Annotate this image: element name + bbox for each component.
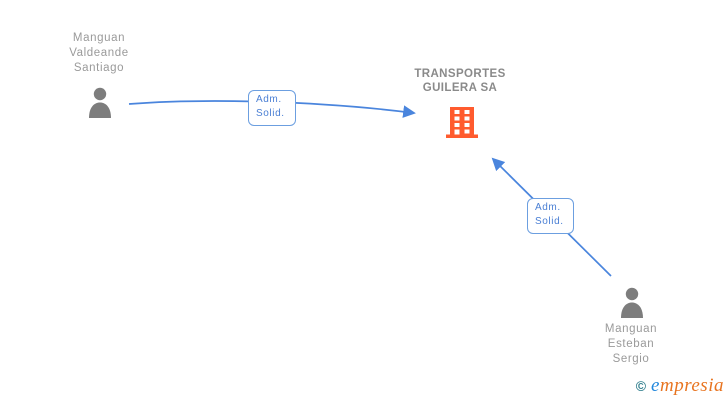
person-icon — [621, 287, 643, 318]
person-icon — [89, 87, 111, 118]
edge2-label-line2: Solid. — [535, 216, 564, 227]
person1-name[interactable]: Manguan Valdeande Santiago — [39, 31, 159, 76]
edge1-label-line2: Solid. — [256, 108, 285, 119]
person2-name-line2: Esteban — [607, 338, 655, 350]
copyright-icon: © — [635, 378, 647, 394]
company-name-line2: GUILERA SA — [422, 82, 498, 94]
company-name[interactable]: TRANSPORTES GUILERA SA — [395, 67, 525, 95]
person1-name-line2: Valdeande — [69, 47, 129, 59]
edge1-label[interactable]: Adm. Solid. — [248, 90, 296, 126]
person2-name[interactable]: Manguan Esteban Sergio — [571, 322, 691, 367]
brand-rest: mpresia — [659, 375, 724, 396]
brand-first-letter: e — [651, 375, 660, 396]
person2-name-line1: Manguan — [604, 323, 658, 335]
edge1-label-line1: Adm. — [256, 94, 282, 105]
person1-node[interactable] — [87, 87, 113, 123]
person1-name-line1: Manguan — [72, 32, 126, 44]
person2-node[interactable] — [619, 287, 645, 323]
person1-name-line3: Santiago — [73, 62, 125, 74]
building-icon — [446, 107, 478, 138]
edge2-label[interactable]: Adm. Solid. — [527, 198, 574, 234]
company-name-line1: TRANSPORTES — [414, 68, 506, 80]
person2-name-line3: Sergio — [612, 353, 650, 365]
company-node[interactable] — [445, 107, 479, 144]
brand-wordmark: empresia — [651, 375, 724, 397]
empresia-logo[interactable]: © empresia — [636, 375, 724, 397]
edge2-label-line1: Adm. — [535, 202, 561, 213]
